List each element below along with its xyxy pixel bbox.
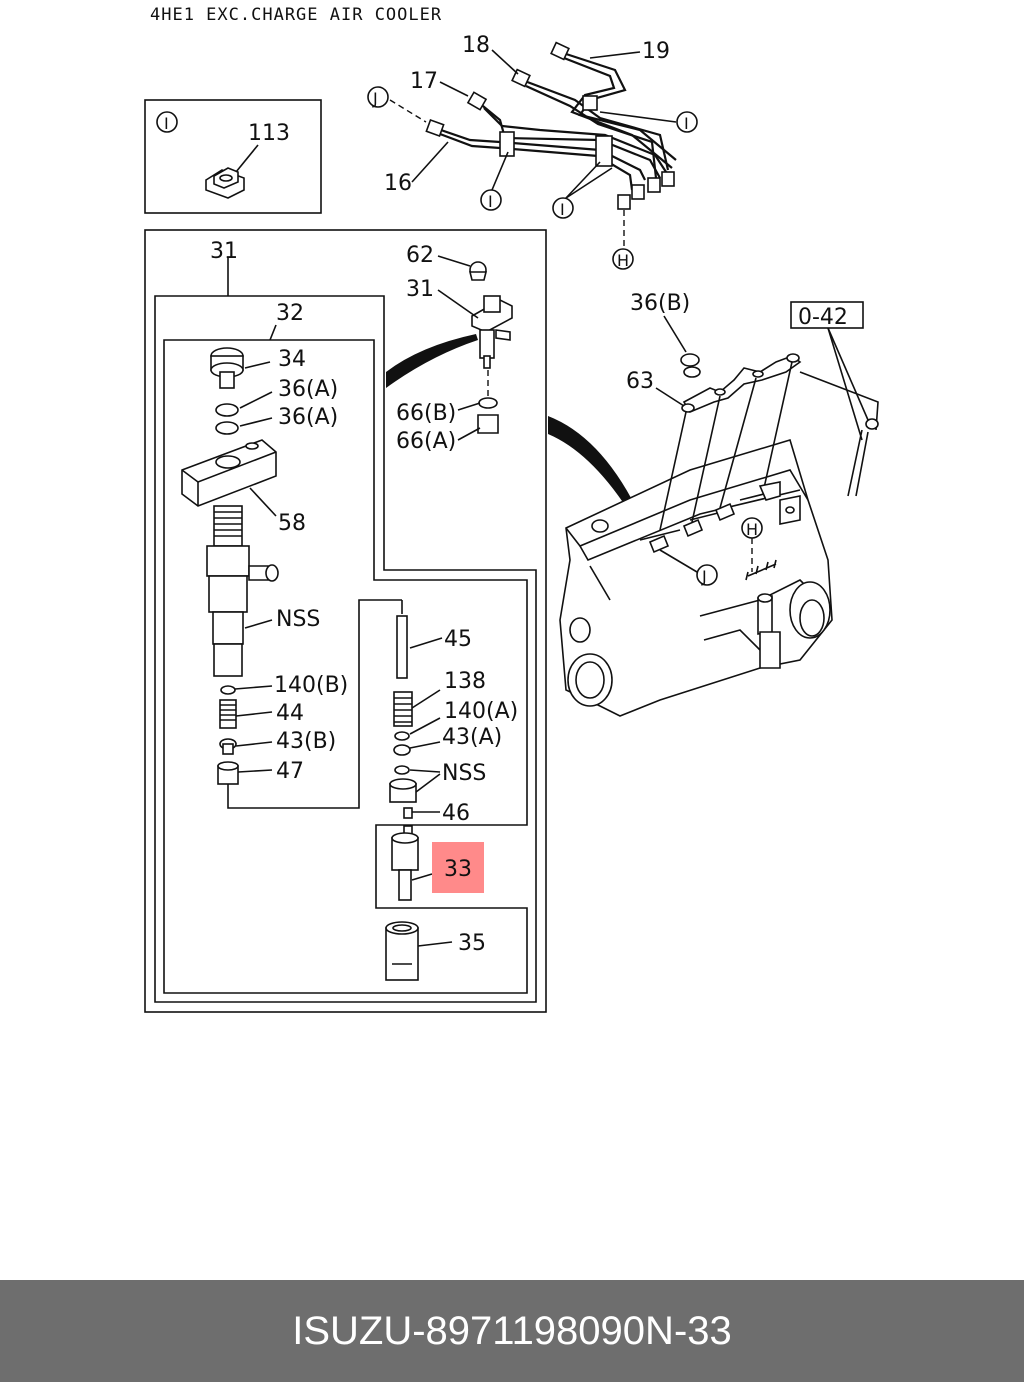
washer-36a-lower [215,421,239,435]
callout-nss-right: NSS [442,761,486,786]
callout-18: 18 [462,33,490,58]
callout-36a-lower: 36(A) [278,405,338,430]
svg-text:I: I [560,200,565,219]
retaining-nut-35-part [385,921,419,981]
diagram-title: 4HE1 EXC.CHARGE AIR COOLER [150,5,442,25]
callout-17: 17 [410,69,438,94]
shim-140a-part [394,731,410,741]
bolt-34-part [210,347,244,389]
callout-0-42: 0-42 [798,305,848,330]
ref-number: 33 [687,1308,732,1353]
ref-prefix: N [645,1308,674,1353]
callout-35: 35 [458,931,486,956]
callout-58: 58 [278,511,306,536]
footer-separator-2: - [673,1308,688,1353]
ref-marker-i-right: I [676,111,698,133]
callout-46: 46 [442,801,470,826]
nss-spacer-part [389,778,417,803]
pointer-wedge-upper [386,334,478,388]
callout-45: 45 [444,627,472,652]
spring-44-part [219,699,237,729]
parts-diagram: 4HE1 EXC.CHARGE AIR COOLER 1 [144,5,879,1013]
ref-marker-i-clamp: I [552,197,574,219]
nozzle-33-part [391,825,419,901]
leak-off-pipe-part [648,353,802,554]
callout-19: 19 [642,39,670,64]
callout-36b: 36(B) [630,291,690,316]
callout-66a: 66(A) [396,429,456,454]
fuel-lines [389,41,677,250]
spring-seat-43b-part [219,738,237,755]
svg-text:H: H [617,251,629,270]
ref-marker-j-engine: J [696,564,718,586]
brand-name: ISUZU [292,1308,413,1353]
push-rod-45-part [396,600,408,679]
injector-assembly-box [144,229,547,1013]
svg-text:H: H [746,520,758,539]
part-33-highlight [432,842,484,893]
washer-36a-upper [215,403,239,417]
ref-marker-i-bottom: I [480,189,502,211]
ref-box-0-42 [790,301,864,329]
callout-36a-upper: 36(A) [278,377,338,402]
shim-140b-part [220,685,236,695]
detail-box-i [144,99,322,214]
svg-text:J: J [701,567,707,586]
svg-text:I: I [164,114,169,133]
pin-46-part [403,807,413,819]
callout-43a: 43(A) [442,725,502,750]
callout-31-injector: 31 [406,277,434,302]
callout-140a: 140(A) [444,699,518,724]
nss-ring-upper [394,765,410,775]
part-number: 8971198090 [425,1308,646,1353]
clamp-58-part [181,439,277,507]
callout-43b: 43(B) [276,729,336,754]
callout-44: 44 [276,701,304,726]
footer-separator-1: - [412,1308,426,1353]
callout-47: 47 [276,759,304,784]
injector-body-part [206,505,279,677]
callout-66b: 66(B) [396,401,456,426]
ref-marker-h-engine: H [741,517,763,539]
callout-32: 32 [276,301,304,326]
ref-marker-h-top: H [612,248,634,270]
spring-138-part [393,691,413,727]
engine-block [559,439,833,717]
part-footer: ISUZU - 8971198090 N - 33 [0,1280,1024,1382]
callout-16: 16 [384,171,412,196]
clamp-113-part [205,167,245,199]
callout-31-box: 31 [210,239,238,264]
callout-113: 113 [248,121,290,146]
callout-nss-left: NSS [276,607,320,632]
injector-31-part [468,261,513,434]
callout-140b: 140(B) [274,673,348,698]
ref-marker-j-top: J [367,86,389,108]
cap-47-part [217,761,239,785]
ref-marker-i-box: I [156,111,178,133]
callout-63: 63 [626,369,654,394]
spring-seat-43a-part [393,744,411,756]
svg-text:I: I [488,192,493,211]
callout-138: 138 [444,669,486,694]
svg-text:J: J [372,89,378,108]
callout-33: 33 [444,857,472,882]
svg-text:I: I [684,114,689,133]
callout-34: 34 [278,347,306,372]
callout-62: 62 [406,243,434,268]
pointer-wedge-lower [548,416,650,540]
